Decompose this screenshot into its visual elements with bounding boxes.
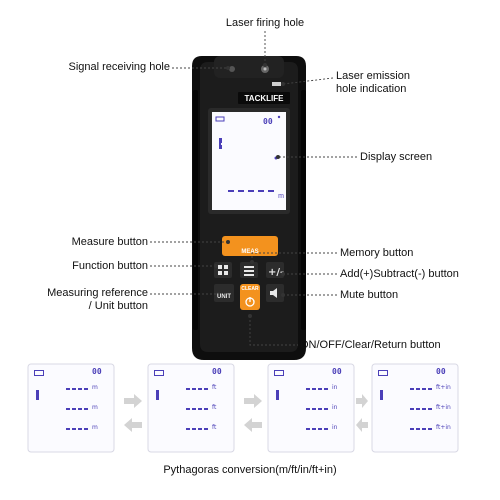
battery-icon <box>34 370 44 376</box>
lcd-dash-row <box>186 408 210 410</box>
lcd-dash-row <box>66 388 90 390</box>
lcd-unit-label: in <box>332 404 338 411</box>
conversion-screen: 00 ft+in ft+in ft+in <box>372 364 458 452</box>
lcd-dash-row <box>66 408 90 410</box>
lcd-segment-digits: 00 <box>436 367 446 376</box>
conversion-arrows <box>124 394 368 432</box>
label-measuring-reference-line1: Measuring reference <box>47 287 148 299</box>
display-screen <box>212 112 286 210</box>
lcd-dash-row <box>66 428 90 430</box>
lcd-dash-row <box>186 428 210 430</box>
lcd-segment-digits: 00 <box>92 367 102 376</box>
battery-icon <box>378 370 388 376</box>
screen-unit-label: m <box>278 193 284 200</box>
label-on-off-button: ON/OFF/Clear/Return button <box>300 339 441 351</box>
caption-pythagoras-conversion: Pythagoras conversion(m/ft/in/ft+in) <box>163 464 337 476</box>
lcd-unit-label: in <box>332 384 338 391</box>
lcd-dash-row <box>410 388 434 390</box>
lcd-unit-label: in <box>332 424 338 431</box>
label-laser-emission: Laser emission hole indication <box>336 70 410 96</box>
label-measuring-reference-line2: / Unit button <box>88 300 148 312</box>
conversion-screen: 00 ft ft ft <box>148 364 234 452</box>
brand-logo: TACKLIFE <box>244 94 284 103</box>
lcd-dash-row <box>306 428 330 430</box>
screen-segments: 00 <box>215 115 281 192</box>
signal-receiving-hole <box>229 66 235 72</box>
label-measure-button: Measure button <box>71 236 148 248</box>
lcd-dash-row <box>306 408 330 410</box>
lcd-dash-row <box>410 408 434 410</box>
battery-icon <box>154 370 164 376</box>
reference-indicator-icon <box>156 390 159 400</box>
label-add-subtract-button: Add(+)Subtract(-) button <box>340 268 459 280</box>
label-laser-emission-line2: hole indication <box>336 83 407 95</box>
label-memory-button: Memory button <box>340 247 414 259</box>
lcd-dash-row <box>410 428 434 430</box>
lcd-segment-digits: 00 <box>212 367 222 376</box>
lcd-unit-label: ft <box>212 424 217 431</box>
measure-button[interactable] <box>222 236 278 256</box>
conversion-screen: 00 m m m <box>28 364 114 452</box>
lcd-dash-row <box>306 388 330 390</box>
battery-icon <box>274 370 284 376</box>
unit-key-label: UNIT <box>217 294 231 300</box>
lcd-unit-label: ft <box>212 404 217 411</box>
lcd-unit-label: ft+in <box>436 384 451 391</box>
lcd-unit-label: m <box>92 384 98 391</box>
lcd-unit-label: ft <box>212 384 217 391</box>
lcd-unit-label: ft+in <box>436 424 451 431</box>
label-signal-receiving-hole: Signal receiving hole <box>68 61 170 73</box>
svg-text:00: 00 <box>263 117 273 126</box>
callout-leaders <box>150 31 357 346</box>
label-function-button: Function button <box>72 260 148 272</box>
unit-button[interactable] <box>214 284 234 302</box>
label-measuring-reference: Measuring reference / Unit button <box>20 287 148 313</box>
label-laser-emission-line1: Laser emission <box>336 70 410 82</box>
add-subtract-button[interactable] <box>266 262 284 278</box>
reference-indicator-icon <box>36 390 39 400</box>
laser-emission-indicator-icon <box>272 82 281 86</box>
clear-key-label: CLEAR <box>241 286 259 292</box>
conversion-screen: 00 in in in <box>268 364 354 452</box>
lcd-unit-label: ft+in <box>436 404 451 411</box>
lcd-dash-row <box>186 388 210 390</box>
label-laser-firing-hole: Laser firing hole <box>225 17 305 29</box>
reference-indicator-icon <box>380 390 383 400</box>
svg-text:+/-: +/- <box>268 267 284 278</box>
label-mute-button: Mute button <box>340 289 399 301</box>
lcd-unit-label: m <box>92 424 98 431</box>
lcd-unit-label: m <box>92 404 98 411</box>
lcd-segment-digits: 00 <box>332 367 342 376</box>
label-display-screen: Display screen <box>360 151 433 163</box>
reference-indicator-icon <box>276 390 279 400</box>
meas-key-label: MEAS <box>241 249 259 255</box>
